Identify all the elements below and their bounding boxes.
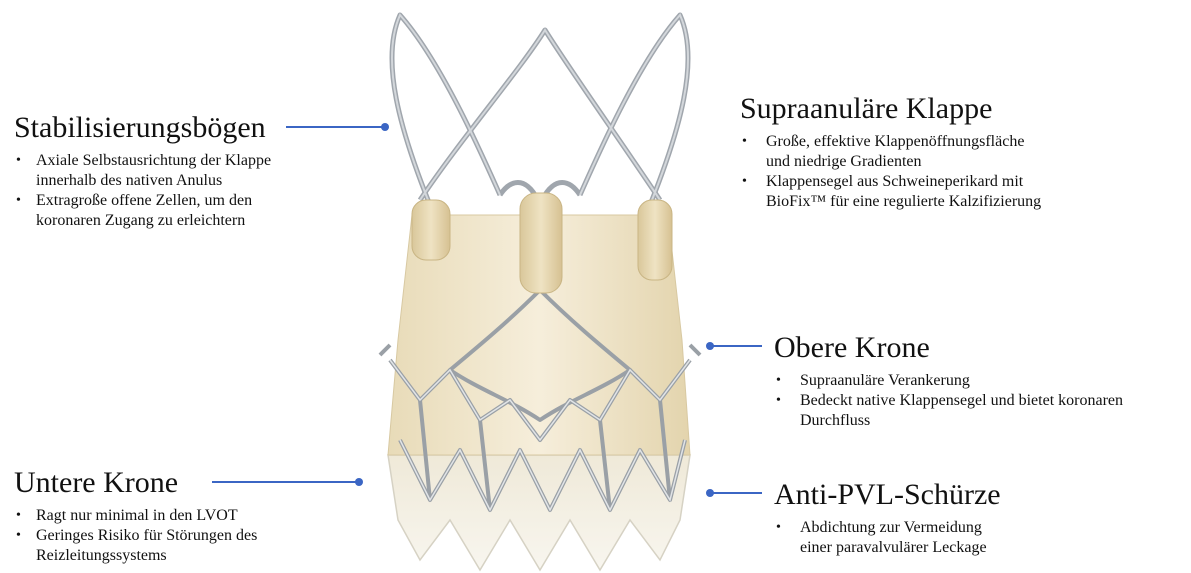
anti-pvl-skirt <box>388 455 690 570</box>
list-item: • Supraanuläre Verankerung <box>774 371 1123 391</box>
list-item-text: einer paravalvulärer Leckage <box>800 538 1001 558</box>
callout-title: Obere Krone <box>774 331 1123 365</box>
list-item: • Ragt nur minimal in den LVOT <box>14 506 257 526</box>
list-item-text: Abdichtung zur Vermeidung <box>800 518 1001 538</box>
callout-title: Supraanuläre Klappe <box>740 92 1041 126</box>
leader-line-lower-crown <box>212 481 358 483</box>
list-item: • Große, effektive Klappenöffnungsfläche… <box>740 132 1041 172</box>
list-item: • Bedeckt native Klappensegel und bietet… <box>774 391 1123 431</box>
list-item-text: koronaren Zugang zu erleichtern <box>36 211 271 231</box>
bullet-icon: • <box>776 518 781 538</box>
callout-title: Untere Krone <box>14 466 257 500</box>
list-item-text: Bedeckt native Klappensegel und bietet k… <box>800 391 1123 411</box>
list-item-text: Reizleitungssystems <box>36 546 257 566</box>
bullet-icon: • <box>776 391 781 411</box>
list-item: • Axiale Selbstausrichtung der Klappe in… <box>14 151 271 191</box>
bullet-icon: • <box>742 132 747 152</box>
bullet-list: • Ragt nur minimal in den LVOT • Geringe… <box>14 506 257 566</box>
list-item-text: Große, effektive Klappenöffnungsfläche <box>766 132 1041 152</box>
callout-supra-annular-valve: Supraanuläre Klappe • Große, effektive K… <box>740 92 1041 212</box>
bullet-list: • Große, effektive Klappenöffnungsfläche… <box>740 132 1041 212</box>
list-item-text: Durchfluss <box>800 411 1123 431</box>
list-item-text: BioFix™ für eine regulierte Kalzifizieru… <box>766 192 1041 212</box>
leader-line-anti-pvl <box>712 492 762 494</box>
bullet-icon: • <box>16 191 21 211</box>
list-item-text: Axiale Selbstausrichtung der Klappe <box>36 151 271 171</box>
bullet-icon: • <box>16 151 21 171</box>
bullet-icon: • <box>16 526 21 546</box>
leader-dot-lower-crown <box>355 478 363 486</box>
leader-line-upper-crown <box>712 345 762 347</box>
callout-upper-crown: Obere Krone • Supraanuläre Verankerung •… <box>774 331 1123 431</box>
list-item: • Klappensegel aus Schweineperikard mit … <box>740 172 1041 212</box>
leader-line-stabilization <box>286 126 384 128</box>
list-item: • Abdichtung zur Vermeidung einer parava… <box>774 518 1001 558</box>
list-item-text: Ragt nur minimal in den LVOT <box>36 506 257 526</box>
list-item: • Extragroße offene Zellen, um den koron… <box>14 191 271 231</box>
callout-title: Stabilisierungsbögen <box>14 111 271 145</box>
bullet-list: • Abdichtung zur Vermeidung einer parava… <box>774 518 1001 558</box>
list-item-text: Geringes Risiko für Störungen des <box>36 526 257 546</box>
list-item-text: Extragroße offene Zellen, um den <box>36 191 271 211</box>
bullet-list: • Supraanuläre Verankerung • Bedeckt nat… <box>774 371 1123 431</box>
callout-title: Anti-PVL-Schürze <box>774 478 1001 512</box>
bullet-icon: • <box>776 371 781 391</box>
list-item-text: innerhalb des nativen Anulus <box>36 171 271 191</box>
list-item: • Geringes Risiko für Störungen des Reiz… <box>14 526 257 566</box>
callout-anti-pvl-skirt: Anti-PVL-Schürze • Abdichtung zur Vermei… <box>774 478 1001 558</box>
list-item-text: Klappensegel aus Schweineperikard mit <box>766 172 1041 192</box>
leader-dot-stabilization <box>381 123 389 131</box>
list-item-text: Supraanuläre Verankerung <box>800 371 1123 391</box>
valve-illustration <box>360 0 720 573</box>
bullet-list: • Axiale Selbstausrichtung der Klappe in… <box>14 151 271 231</box>
bullet-icon: • <box>742 172 747 192</box>
bullet-icon: • <box>16 506 21 526</box>
list-item-text: und niedrige Gradienten <box>766 152 1041 172</box>
callout-stabilization-arches: Stabilisierungsbögen • Axiale Selbstausr… <box>14 111 271 231</box>
